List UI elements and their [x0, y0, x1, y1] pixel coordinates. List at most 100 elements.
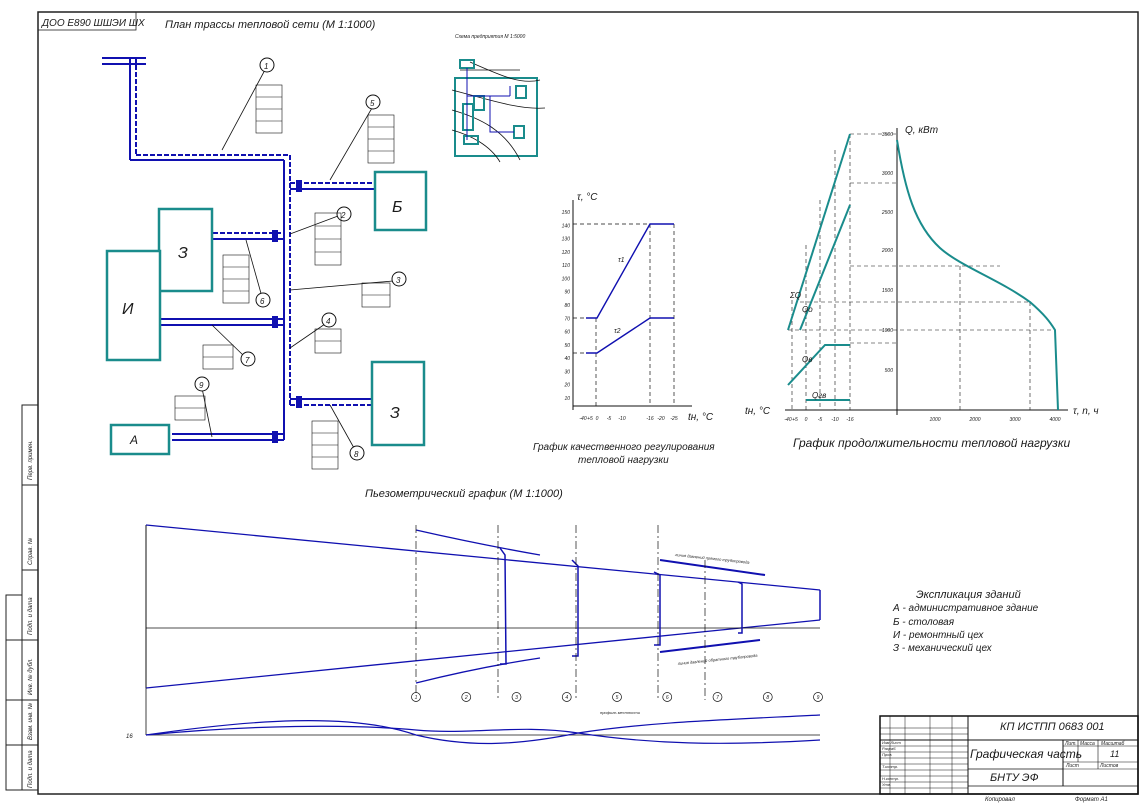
dur-xtick-left: -16: [846, 417, 853, 423]
piezo-point-marker: [662, 692, 673, 702]
dur-ytick: 3000: [882, 171, 893, 177]
reg-ytick: 20: [563, 383, 570, 389]
reg-xtick: -16: [646, 416, 653, 422]
reg-xtick: +5: [587, 416, 593, 422]
reg-xtick: -40: [579, 416, 586, 422]
node-9: 9: [199, 381, 204, 390]
reg-ytick: 70: [564, 316, 570, 322]
dur-xtick-left: +5: [792, 417, 798, 423]
title-code: КП ИСТПП 0683 001: [1000, 721, 1105, 733]
node-1: 1: [264, 62, 268, 71]
building-A: А: [109, 423, 171, 456]
reg-ytick: 50: [564, 343, 570, 349]
dur-xtick-right: 3000: [1009, 417, 1020, 423]
piezo-point-marker: [561, 692, 572, 702]
title-org: БНТУ ЭФ: [990, 772, 1039, 784]
piezo-left-value: 16: [126, 734, 133, 740]
piezo-point-marker: [762, 692, 773, 702]
building-B-label: Б: [392, 199, 402, 216]
tb-col-scale: Масштаб: [1101, 741, 1125, 747]
piezo-point-label: 2: [464, 695, 468, 701]
legend-item-3: И - ремонтный цех: [893, 630, 984, 641]
building-I-label: И: [122, 301, 134, 318]
tb-format: Формат А1: [1075, 797, 1108, 803]
dur-caption: График продолжительности тепловой нагруз…: [793, 436, 1070, 450]
piezo-point-marker: [612, 692, 622, 702]
node-2: 2: [340, 211, 346, 220]
reg-ytick: 100: [562, 276, 571, 282]
dur-ytick: 2000: [881, 248, 893, 254]
side-stamp: Перв. примен. Справ. № Подп. и дата Инв.…: [5, 404, 39, 791]
dur-ytick: 3500: [882, 132, 893, 138]
node-6: 6: [260, 297, 265, 306]
piezo-point-label: 9: [817, 695, 820, 701]
piezo-point-marker: [461, 692, 472, 702]
piezometric-graph: линия давлений прямого трубопровода лини…: [126, 524, 823, 745]
reg-caption-2: тепловой нагрузки: [578, 455, 669, 466]
dur-xtick-left: 0: [805, 417, 808, 423]
reg-ytick: 110: [562, 263, 570, 269]
reg-caption-1: График качественного регулирования: [533, 441, 715, 453]
reg-ytick: 150: [562, 210, 571, 216]
piezo-point-marker: [411, 692, 421, 702]
reg-ytick: 40: [564, 356, 570, 362]
reg-ytick: 130: [562, 237, 571, 243]
title-name: Графическая часть: [970, 747, 1082, 761]
tb-row-5: Н.контр.: [882, 776, 899, 781]
node-callouts: 1 5 2 3 6 4: [174, 57, 407, 470]
building-Z-top: З: [157, 207, 214, 293]
top-stamp: ДОО Е890 ШШЭИ ШХ: [41, 18, 145, 29]
dur-xlabel-left: tн, °С: [745, 406, 771, 417]
node-8: 8: [354, 450, 359, 459]
side-stamp-6: Подп. и дата: [28, 750, 34, 788]
piezo-point-marker: [511, 692, 522, 702]
legend-title: Экспликация зданий: [916, 589, 1021, 601]
inset-title: Схема предприятия М 1:5000: [455, 34, 525, 40]
tb-copied: Копировал: [985, 797, 1015, 803]
tb-row-1: Изм.Лист: [882, 740, 901, 745]
dur-xtick-right: 1000: [929, 417, 940, 423]
side-stamp-3: Подп. и дата: [28, 597, 34, 635]
dur-ytick: 1500: [882, 288, 893, 294]
building-Z-top-label: З: [178, 245, 188, 262]
chart-regulation: τ, °С tн, °С 150140130120110100908070605…: [533, 192, 715, 466]
dur-curve-qgv: Qгв: [812, 391, 826, 400]
piezo-title: Пьезометрический график (М 1:1000): [365, 488, 563, 500]
dur-ytick: 500: [885, 368, 894, 374]
building-A-label: А: [129, 433, 138, 447]
reg-curve-t2: τ2: [614, 328, 621, 335]
piezo-point-label: 3: [515, 695, 518, 701]
tb-sheet-label: Лист: [1065, 763, 1079, 769]
reg-ytick: 60: [564, 330, 570, 336]
dur-curve-sum: ΣQ: [789, 291, 801, 300]
reg-ytick: 140: [562, 223, 571, 229]
dur-xtick-left: -40: [784, 417, 791, 423]
side-stamp-1: Перв. примен.: [28, 440, 34, 480]
reg-xtick: 0: [596, 416, 599, 422]
node-3: 3: [396, 276, 401, 285]
piezo-point-label: 1: [415, 695, 418, 701]
reg-xlabel: tн, °С: [688, 412, 714, 423]
top-stamp-box: [37, 11, 137, 31]
legend-item-1: А - административное здание: [892, 603, 1039, 614]
reg-ytick: 90: [564, 290, 570, 296]
dur-curve-qv: Qв: [802, 355, 812, 364]
chart-duration: Q, кВт τ, n, ч tн, °С 350030002500200015…: [745, 125, 1099, 450]
tb-row-2: Разраб.: [882, 746, 896, 751]
tb-row-4: Т.контр.: [882, 764, 898, 769]
dur-xtick-left: -5: [818, 417, 823, 423]
reg-curve-t1: τ1: [618, 257, 625, 264]
building-Z-bottom: З: [370, 360, 426, 447]
tb-sheet-number: 11: [1110, 749, 1119, 759]
building-Z-bottom-label: З: [390, 405, 400, 422]
node-4: 4: [326, 317, 331, 326]
reg-xtick: -5: [607, 416, 612, 422]
dur-xtick-left: -10: [831, 417, 838, 423]
dur-xtick-right: 2000: [968, 417, 980, 423]
reg-xtick: -20: [657, 416, 664, 422]
piezo-point-marker: [813, 692, 823, 702]
site-inset-map: Схема предприятия М 1:5000: [451, 34, 546, 163]
